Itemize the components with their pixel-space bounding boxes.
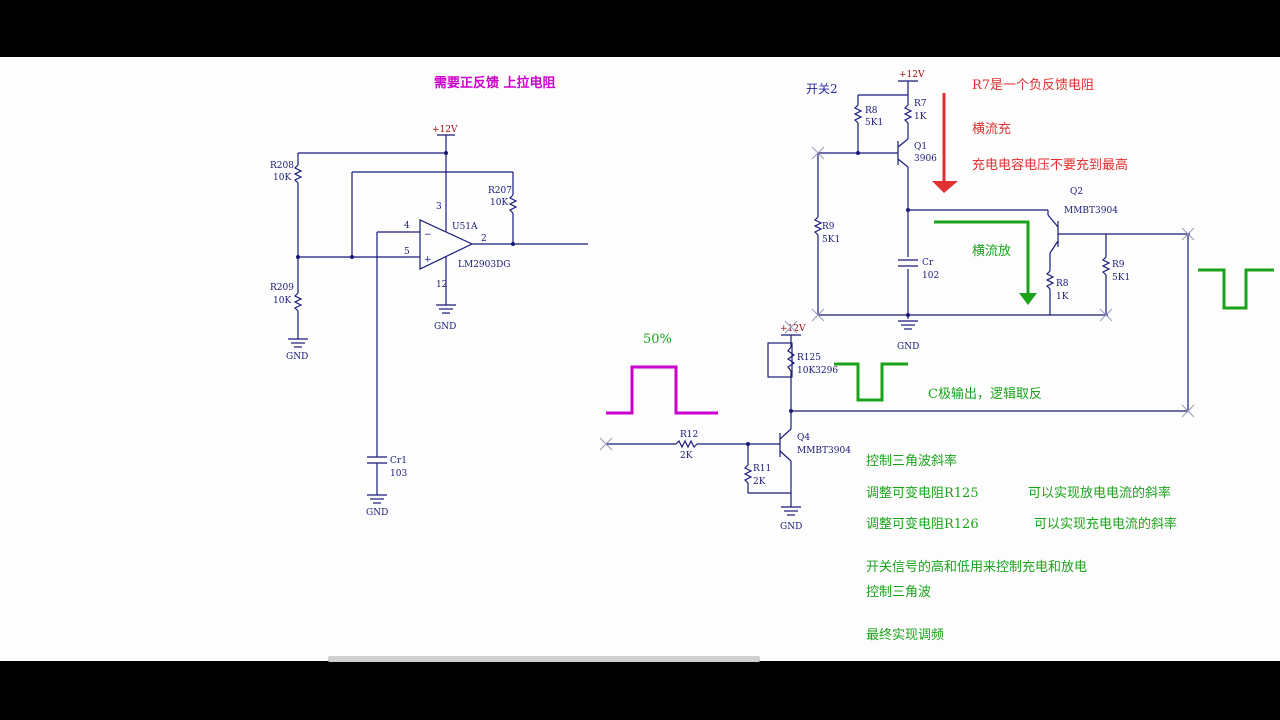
transistor-q2[interactable] <box>1047 214 1078 254</box>
duty-label: 50% <box>643 332 672 347</box>
r12-value: 2K <box>680 451 693 461</box>
transistor-q4[interactable] <box>779 428 792 462</box>
switch2-label: 开关2 <box>806 82 838 96</box>
const-charge: 横流充 <box>972 121 1011 137</box>
r8b-label: R8 <box>1056 279 1069 289</box>
resistor-r208[interactable] <box>293 164 303 184</box>
pin3-label: 3 <box>436 202 442 212</box>
pin5-label: 5 <box>404 247 410 257</box>
opamp-plus: + <box>424 255 432 265</box>
q1-part: 3906 <box>914 154 937 164</box>
resistor-r11[interactable] <box>743 464 753 484</box>
resistor-r9b[interactable] <box>1101 256 1111 276</box>
gnd-label-1: GND <box>286 352 308 362</box>
r12-label: R12 <box>680 430 698 440</box>
ground-symbol-3 <box>367 494 387 504</box>
resistor-r8a[interactable] <box>853 104 863 124</box>
schematic-canvas[interactable]: 需要正反馈 上拉电阻 +12V 3 R208 10K R209 10K GND … <box>0 57 1280 661</box>
r125-note: 调整可变电阻R125 <box>866 485 979 501</box>
capacitor-cr[interactable] <box>898 259 918 267</box>
output-waveform-right <box>1198 268 1274 310</box>
cr1-label: Cr1 <box>390 456 407 466</box>
r11-value: 2K <box>753 477 766 487</box>
r9b-label: R9 <box>1112 260 1125 270</box>
r208-value: 10K <box>273 173 291 183</box>
gnd-label-3: GND <box>366 508 388 518</box>
pin2-label: 2 <box>481 234 487 244</box>
r9b-value: 5K1 <box>1112 273 1130 283</box>
r7-value: 1K <box>914 112 927 122</box>
c-output-note: C极输出，逻辑取反 <box>928 386 1042 402</box>
r7-note: R7是一个负反馈电阻 <box>972 78 1094 93</box>
r208-label: R208 <box>270 161 294 171</box>
vcc-label-1: +12V <box>432 125 458 135</box>
r125-effect: 可以实现放电电流的斜率 <box>1028 485 1171 501</box>
resistor-r125[interactable] <box>786 346 796 372</box>
slope-title: 控制三角波斜率 <box>866 453 957 469</box>
switch-signal: 开关信号的高和低用来控制充电和放电 <box>866 559 1087 575</box>
r8a-value: 5K1 <box>865 118 883 128</box>
r125-label: R125 <box>797 353 821 363</box>
resistor-r209[interactable] <box>293 292 303 312</box>
resistor-r9a[interactable] <box>813 216 823 236</box>
q1-label: Q1 <box>914 142 927 152</box>
gnd-label-5: GND <box>780 522 802 532</box>
ground-symbol-1 <box>288 338 308 348</box>
q4-part: MMBT3904 <box>797 446 851 456</box>
resistor-r12[interactable] <box>675 439 698 449</box>
const-discharge: 横流放 <box>972 244 1011 259</box>
ground-symbol-2 <box>436 304 456 314</box>
r8b-value: 1K <box>1056 292 1069 302</box>
r209-label: R209 <box>270 283 294 293</box>
cr1-value: 103 <box>390 469 407 479</box>
cr-value: 102 <box>922 271 939 281</box>
u51a-part: LM2903DG <box>458 260 511 270</box>
pin4-label: 4 <box>404 221 410 231</box>
vcc-label-2: +12V <box>899 70 925 80</box>
r126-note: 调整可变电阻R126 <box>866 516 979 532</box>
gnd-label-2: GND <box>434 322 456 332</box>
net-crosses <box>599 146 1195 451</box>
r209-value: 10K <box>273 296 291 306</box>
top-note: 需要正反馈 上拉电阻 <box>434 75 556 91</box>
transistor-q1[interactable] <box>858 138 909 168</box>
resistor-r207[interactable] <box>508 194 518 214</box>
q4-label: Q4 <box>797 433 810 443</box>
r11-label: R11 <box>753 464 771 474</box>
q2-part: MMBT3904 <box>1064 206 1118 216</box>
ground-symbol-4 <box>898 320 918 330</box>
r7-label: R7 <box>914 99 927 109</box>
ground-symbol-5 <box>781 506 801 516</box>
r207-label: R207 <box>488 186 512 196</box>
gnd-label-4: GND <box>897 342 919 352</box>
pot-r125-box[interactable] <box>767 342 793 378</box>
r9a-value: 5K1 <box>822 235 840 245</box>
cap-note: 充电电容电压不要充到最高 <box>972 157 1128 173</box>
green-arrow-line <box>934 220 1030 295</box>
r207-value: 10K <box>490 198 508 208</box>
r8a-label: R8 <box>865 106 878 116</box>
r9a-label: R9 <box>822 222 835 232</box>
pin12-label: 12 <box>436 280 447 290</box>
u51a-label: U51A <box>452 222 478 232</box>
q2-label: Q2 <box>1070 187 1083 197</box>
red-arrow-head <box>932 181 958 193</box>
c-output-waveform <box>834 362 908 402</box>
schematic-svg: 需要正反馈 上拉电阻 +12V 3 R208 10K R209 10K GND … <box>270 70 1274 643</box>
r125-value: 10K3296 <box>797 366 838 376</box>
capacitor-cr1[interactable] <box>367 456 387 464</box>
opamp-minus: − <box>424 230 432 240</box>
opamp-u51a[interactable] <box>419 219 474 270</box>
r126-effect: 可以实现充电电流的斜率 <box>1034 516 1177 532</box>
control-triangle: 控制三角波 <box>866 585 931 600</box>
horizontal-scrollbar[interactable] <box>328 656 760 662</box>
green-arrow-head <box>1019 293 1037 305</box>
resistor-r7[interactable] <box>903 104 913 124</box>
cr-label: Cr <box>922 258 934 268</box>
input-pulse <box>606 365 718 415</box>
resistor-r8b[interactable] <box>1045 270 1055 290</box>
final-note: 最终实现调频 <box>866 627 944 643</box>
